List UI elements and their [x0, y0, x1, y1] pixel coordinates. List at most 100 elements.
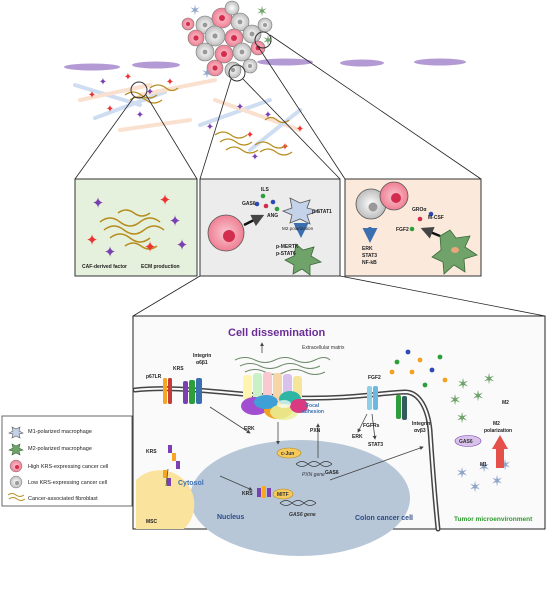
zoom-line-detail-left [132, 275, 201, 317]
tumor-nuclei [186, 15, 261, 71]
msc-link [165, 468, 169, 487]
m2-macrophage-legend-icon [8, 443, 24, 456]
svg-text:✶: ✶ [456, 465, 469, 482]
polarization-arrow-head [492, 435, 508, 449]
cell-membrane-inner [134, 387, 439, 530]
integrin-a6b1-label: Integrin [193, 353, 211, 359]
ang-label: ANG [267, 213, 278, 219]
fgfr-erk-arrow [357, 413, 368, 433]
fgf2-label: FGF2 [396, 227, 409, 233]
blood-vessel-strips [64, 58, 466, 71]
high-krs-nucleus [223, 230, 235, 242]
m1-macrophage-legend-icon [8, 426, 24, 439]
m2-label: M2 [502, 400, 509, 406]
mcsf-dot [428, 211, 434, 217]
krs-translocation-arrow [219, 475, 253, 491]
receptor-cluster-left [163, 378, 202, 404]
gro-label: GROα [412, 207, 427, 213]
pxn-label: PXN [310, 428, 321, 434]
krs-membrane-label: KRS [173, 366, 184, 372]
detail-panel: MSC Cell dissemination Extracellular mat… [132, 315, 546, 556]
msc-label: MSC [146, 519, 158, 525]
svg-text:✶: ✶ [449, 392, 462, 409]
krs-nucleus-icon [257, 486, 271, 498]
nfkb-label: NF-kB [362, 260, 377, 266]
svg-text:✶: ✶ [491, 473, 504, 490]
svg-text:✦: ✦ [99, 77, 107, 88]
zoom-circle-middle [228, 64, 246, 82]
pmertk-label: p-MERTK [276, 244, 299, 250]
secreted-factor-dots [254, 193, 280, 212]
svg-text:✦: ✦ [264, 110, 272, 121]
dna-pxn [295, 461, 333, 467]
gro-dot [417, 216, 423, 222]
zoom-lines [74, 34, 482, 180]
cjun-protein [276, 447, 302, 459]
low-krs-legend-nucleus [15, 481, 19, 485]
legend-low-krs-label: Low KRS-expressing cancer cell [28, 480, 107, 486]
high-krs-nucleus-right [391, 193, 401, 203]
krs-cytosol-icons [163, 445, 180, 486]
legend-m1-label: M1-polarized macrophage [28, 429, 92, 435]
fgfrs-label: FGFRs [363, 423, 380, 429]
gas6-label: GAS6 [242, 201, 256, 207]
svg-text:✦: ✦ [86, 232, 99, 249]
legend-high-krs-label: High KRS-expressing cancer cell [28, 464, 108, 470]
svg-text:✦: ✦ [246, 130, 254, 141]
caf-panel: ✦ ✦ ✦ ✦ ✦ ✦ ✦ CAF-derived factor ECM pro… [74, 178, 198, 277]
integrin-erk-arrow [209, 406, 251, 434]
middle-panel: ILS GAS6 ANG p-STAT1 M2 polarization p-M… [199, 178, 341, 277]
mitf-label: MITF [277, 492, 289, 498]
gas6-secretion-arrow [329, 446, 424, 481]
p67lr-label: p67LR [146, 374, 162, 380]
m2-polarization-label: M2 polarization [282, 226, 314, 231]
fgf2-arrow [420, 227, 441, 239]
fgf2-dot [409, 226, 415, 232]
zoom-circle-caf [130, 81, 148, 99]
fgfr-stat3-arrow [371, 413, 377, 440]
caf-fibroblast-icons [99, 209, 165, 250]
krs-cytosol-label: KRS [146, 449, 157, 455]
erk-right-label: ERK [352, 434, 363, 440]
erk-label: ERK [362, 246, 373, 252]
svg-text:✦: ✦ [206, 122, 214, 133]
pstat6-label: p-STAT6 [276, 251, 296, 257]
svg-text:✦: ✦ [124, 72, 132, 83]
svg-text:✦: ✦ [144, 239, 157, 256]
m2-polarization-text: polarization [484, 428, 512, 434]
gas6-tme-label: GAS6 [459, 439, 473, 445]
svg-text:✦: ✦ [136, 110, 144, 121]
focal-label: Focal [306, 403, 320, 409]
erk-label-detail: ERK [244, 426, 255, 432]
focal-adhesion-complex [241, 372, 308, 420]
cell-dissemination-title: Cell dissemination [228, 327, 325, 339]
colon-cancer-cell-label: Colon cancer cell [355, 515, 413, 522]
svg-text:✦: ✦ [166, 77, 174, 88]
m1-macrophage-icon [281, 197, 321, 225]
legend-m2-label: M2-polarized macrophage [28, 446, 92, 452]
scattered-macrophages: ✦ ✦ ✦ ✦ ✦ ✦ ✦ ✦ ✦ ✦ ✦ ✦ ✦ ✦ [88, 72, 304, 163]
high-krs-legend-nucleus [15, 465, 19, 469]
m2-nucleus-right [451, 247, 459, 253]
caf-derived-factor-label: CAF-derived factor [82, 264, 127, 270]
extracellular-matrix-label: Extracellular matrix [302, 345, 345, 351]
svg-text:✶: ✶ [483, 371, 496, 388]
svg-text:✶: ✶ [457, 376, 470, 393]
svg-text:✦: ✦ [251, 152, 259, 163]
fgf2-detail-label: FGF2 [368, 375, 381, 381]
low-krs-nucleus [368, 202, 378, 212]
svg-text:✦: ✦ [146, 87, 154, 98]
svg-text:✦: ✦ [92, 195, 105, 212]
mcsf-label: M-CSF [428, 215, 444, 221]
scene-fibroblasts [124, 84, 293, 156]
dna-gas6 [279, 500, 317, 506]
m1-label: M1 [480, 462, 487, 468]
svg-text:✶: ✶ [469, 479, 482, 496]
mass-macrophages: ✶ ✶ ✶ ✶ [189, 2, 274, 81]
svg-text:✦: ✦ [296, 124, 304, 135]
svg-text:✦: ✦ [236, 102, 244, 113]
tumor-microenvironment-label: Tumor microenvironment [454, 516, 533, 523]
gas6-detail-label: GAS6 [325, 470, 339, 476]
zoom-line-detail-right [339, 275, 546, 317]
